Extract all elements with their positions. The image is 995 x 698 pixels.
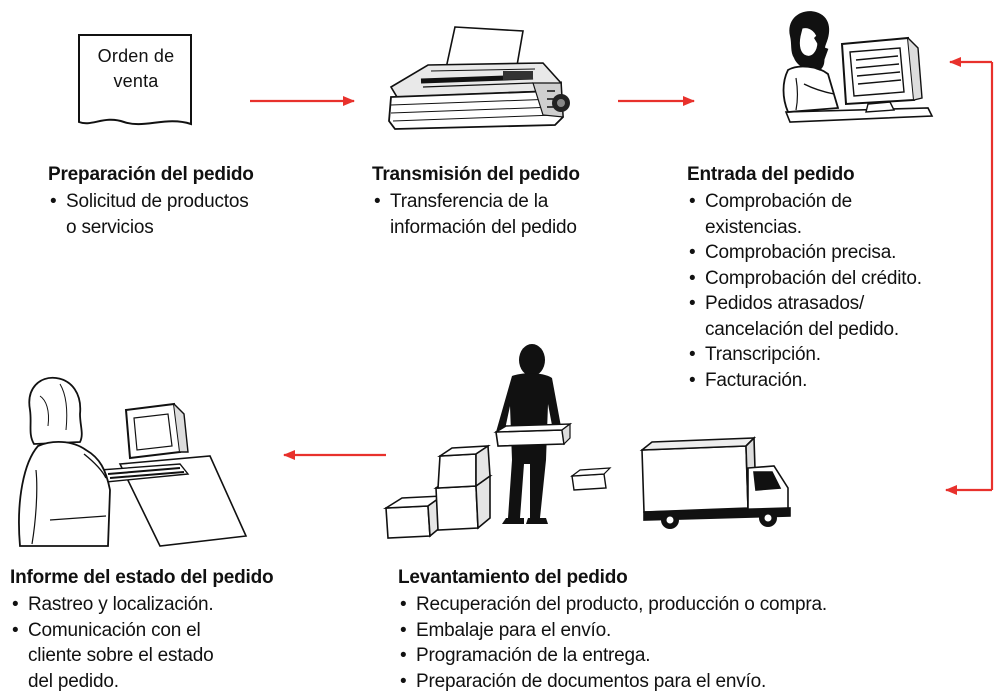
step-entry: Entrada del pedido Comprobación de exist… [687, 163, 992, 393]
step-pickup-title: Levantamiento del pedido [398, 567, 628, 588]
step-pickup: Levantamiento del pedido Recuperación de… [398, 566, 993, 694]
step-status: Informe del estado del pedido Rastreo y … [10, 566, 350, 694]
step-preparation: Preparación del pedido Solicitud de prod… [48, 163, 338, 240]
step-entry-item: Comprobación del crédito. [687, 266, 992, 292]
step-pickup-item: Preparación de documentos para el envío. [398, 669, 993, 695]
step-entry-item: Pedidos atrasados/ cancelación del pedid… [687, 291, 992, 342]
step-status-item: Rastreo y localización. [10, 592, 350, 618]
step-status-title: Informe del estado del pedido [10, 567, 274, 588]
arrow-entry-to-pickup-connector [945, 57, 994, 495]
step-entry-item: Comprobación de existencias. [687, 189, 992, 240]
step-transmission: Transmisión del pedido Transferencia de … [372, 163, 672, 240]
step-preparation-list: Solicitud de productos o servicios [48, 189, 338, 240]
step-status-item: Comunicación con el cliente sobre el est… [10, 618, 350, 695]
step-entry-item: Comprobación precisa. [687, 240, 992, 266]
printer-icon [388, 26, 570, 130]
step-pickup-list: Recuperación del producto, producción o … [398, 592, 993, 694]
step-transmission-list: Transferencia de la información del pedi… [372, 189, 672, 240]
step-transmission-item: Transferencia de la información del pedi… [372, 189, 672, 240]
step-pickup-item: Embalaje para el envío. [398, 618, 993, 644]
status-report-operator-icon [18, 376, 248, 547]
step-transmission-title: Transmisión del pedido [372, 164, 580, 185]
warehouse-pickup-icon [382, 344, 791, 539]
step-pickup-item: Recuperación del producto, producción o … [398, 592, 993, 618]
sales-order-document-icon [78, 34, 192, 126]
step-entry-list: Comprobación de existencias. Comprobació… [687, 189, 992, 393]
sales-order-label: Orden de venta [97, 46, 175, 91]
step-entry-item: Facturación. [687, 368, 992, 394]
step-pickup-item: Programación de la entrega. [398, 643, 993, 669]
step-preparation-item: Solicitud de productos o servicios [48, 189, 338, 240]
step-status-list: Rastreo y localización. Comunicación con… [10, 592, 350, 694]
step-preparation-title: Preparación del pedido [48, 164, 254, 185]
step-entry-item: Transcripción. [687, 342, 992, 368]
operator-at-computer-icon [782, 11, 934, 123]
step-entry-title: Entrada del pedido [687, 164, 855, 185]
